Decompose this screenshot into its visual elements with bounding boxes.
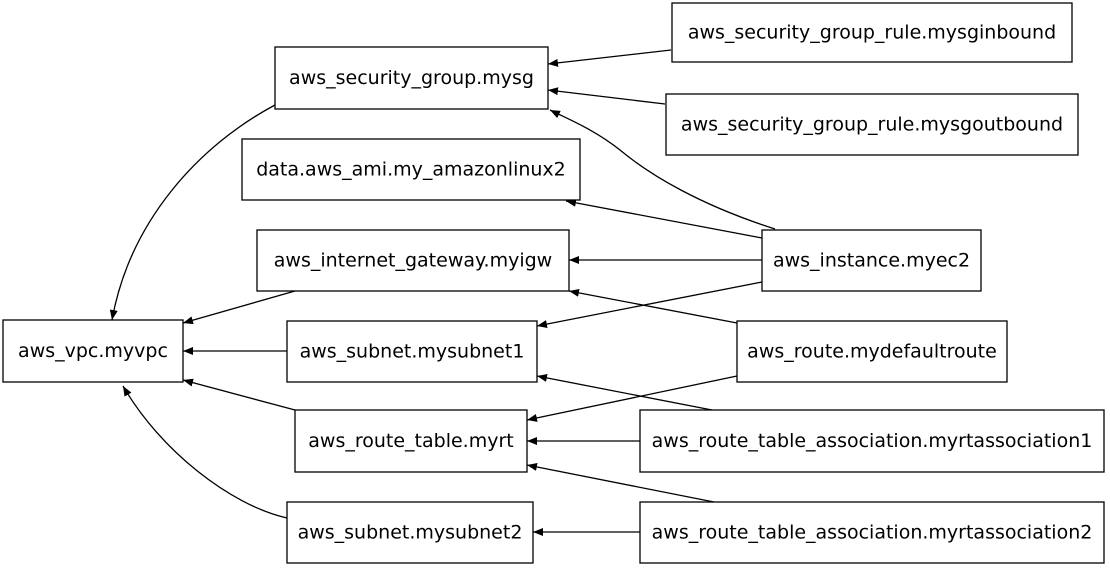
node-box xyxy=(241,138,581,201)
node-label: aws_route.mydefaultroute xyxy=(747,341,997,363)
edge-route-to-rt xyxy=(526,375,738,422)
edge-ec2-to-sub1 xyxy=(536,281,763,329)
node-label: aws_internet_gateway.myigw xyxy=(274,250,552,272)
node-label: aws_security_group_rule.mysgoutbound xyxy=(681,114,1063,136)
edge-rta2-to-rt xyxy=(526,463,715,503)
edge-ec2-to-sg xyxy=(549,109,776,230)
node-box xyxy=(736,320,1008,383)
node-aws-route-mydefaultroute[interactable]: aws_route.mydefaultroute xyxy=(736,320,1008,383)
node-aws-security-group-rule-mysginbound[interactable]: aws_security_group_rule.mysginbound xyxy=(671,2,1073,63)
node-aws-internet-gateway-myigw[interactable]: aws_internet_gateway.myigw xyxy=(256,229,570,292)
node-aws-route-table-myrt[interactable]: aws_route_table.myrt xyxy=(294,409,528,473)
node-box xyxy=(665,93,1079,156)
node-aws-subnet-mysubnet2[interactable]: aws_subnet.mysubnet2 xyxy=(286,501,534,564)
node-label: aws_subnet.mysubnet1 xyxy=(300,341,525,363)
node-label: aws_route_table_association.myrtassociat… xyxy=(652,430,1093,452)
edge-sub2-to-vpc xyxy=(122,385,288,519)
edge-sgout-to-sg xyxy=(547,87,666,105)
node-aws-security-group-rule-mysgoutbound[interactable]: aws_security_group_rule.mysgoutbound xyxy=(665,93,1079,156)
node-aws-vpc-myvpc[interactable]: aws_vpc.myvpc xyxy=(2,319,184,383)
node-data-aws-ami-my-amazonlinux2[interactable]: data.aws_ami.my_amazonlinux2 xyxy=(241,138,581,201)
node-aws-route-table-association-myrtassociation1[interactable]: aws_route_table_association.myrtassociat… xyxy=(639,409,1105,473)
node-box xyxy=(294,409,528,473)
node-aws-route-table-association-myrtassociation2[interactable]: aws_route_table_association.myrtassociat… xyxy=(639,501,1105,564)
node-box xyxy=(274,46,549,110)
edge-igw-to-vpc xyxy=(182,290,296,325)
node-label: aws_subnet.mysubnet2 xyxy=(298,522,523,544)
node-box xyxy=(286,320,538,383)
node-box xyxy=(761,229,982,292)
node-aws-subnet-mysubnet1[interactable]: aws_subnet.mysubnet1 xyxy=(286,320,538,383)
node-box xyxy=(2,319,184,383)
node-aws-security-group-mysg[interactable]: aws_security_group.mysg xyxy=(274,46,549,110)
node-box xyxy=(256,229,570,292)
edge-route-to-igw xyxy=(568,288,738,324)
node-label: aws_instance.myec2 xyxy=(773,250,970,272)
edges xyxy=(109,49,776,536)
edge-sgin-to-sg xyxy=(547,49,672,67)
node-label: aws_route_table_association.myrtassociat… xyxy=(652,522,1093,544)
edge-rta1-to-sub1 xyxy=(536,373,713,411)
node-box xyxy=(639,501,1105,564)
node-aws-instance-myec2[interactable]: aws_instance.myec2 xyxy=(761,229,982,292)
node-box xyxy=(671,2,1073,63)
edge-sg-to-vpc xyxy=(109,104,276,321)
node-label: aws_security_group.mysg xyxy=(289,67,534,89)
edge-ec2-to-ami xyxy=(565,198,763,239)
node-label: aws_security_group_rule.mysginbound xyxy=(688,22,1056,44)
node-label: data.aws_ami.my_amazonlinux2 xyxy=(256,159,566,181)
node-box xyxy=(639,409,1105,473)
edge-rt-to-vpc xyxy=(182,378,296,411)
node-box xyxy=(286,501,534,564)
node-label: aws_vpc.myvpc xyxy=(18,340,168,362)
node-label: aws_route_table.myrt xyxy=(308,430,513,452)
